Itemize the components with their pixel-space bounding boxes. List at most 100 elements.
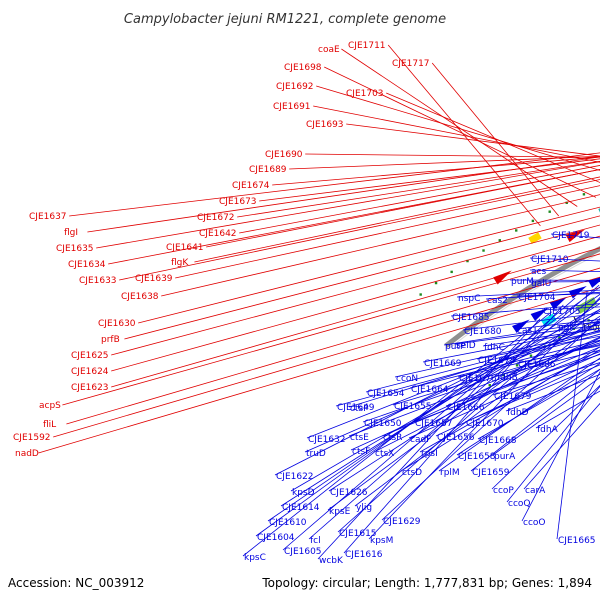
reverse-gene-label: CJE1604	[257, 533, 295, 543]
reverse-label-line	[556, 291, 588, 540]
reverse-gene-label: nspC	[458, 294, 480, 304]
forward-gene-label: CJE1711	[348, 41, 386, 51]
reverse-gene-label: carA	[525, 486, 546, 496]
reverse-label-line	[464, 364, 600, 423]
outer-tick-dot	[482, 249, 485, 252]
forward-label-line	[289, 155, 600, 170]
tick-dots	[419, 193, 590, 387]
forward-label-line	[237, 160, 600, 218]
forward-gene-label: CJE1639	[135, 274, 173, 284]
reverse-gene-label: CJE1622	[276, 472, 314, 482]
reverse-gene-label: CJE1656	[437, 433, 475, 443]
reverse-gene-label: kpsD	[292, 488, 315, 498]
reverse-gene-label: CJE1610	[269, 518, 307, 528]
forward-gene-label: flgK	[171, 258, 189, 268]
reverse-label-line	[470, 368, 600, 472]
reverse-gene-label: CJE1659	[472, 468, 510, 478]
forward-label-line	[69, 152, 600, 217]
forward-label-line	[313, 105, 600, 163]
map-title: Campylobacter jejuni RM1221, complete ge…	[124, 12, 446, 27]
reverse-gene-label: CJE1704	[518, 293, 556, 303]
forward-label-line	[138, 206, 600, 324]
forward-label-line	[96, 161, 600, 249]
reverse-label-line	[343, 304, 564, 554]
reverse-gene-label: ccoO	[523, 518, 546, 528]
reverse-label-line	[409, 339, 600, 389]
forward-gene-label: CJE1672	[197, 213, 235, 223]
reverse-gene-label: acs	[531, 267, 546, 277]
reverse-label-line	[306, 321, 600, 439]
reverse-gene-label: ylig	[356, 503, 372, 513]
reverse-label-line	[521, 371, 600, 522]
forward-gene-label: CJE1698	[284, 63, 322, 73]
forward-gene-label: CJE1674	[232, 181, 270, 191]
forward-gene-label: acpS	[39, 401, 61, 411]
reverse-gene-label: CJE1676	[459, 374, 497, 384]
reverse-label-line	[422, 327, 600, 363]
reverse-label-line	[373, 337, 600, 453]
reverse-label-line	[365, 331, 600, 393]
reverse-label-line	[392, 342, 600, 406]
forward-gene-label: CJE1638	[121, 292, 159, 302]
forward-gene-label: CJE1624	[71, 367, 109, 377]
reverse-label-line	[335, 333, 600, 407]
forward-label-line	[119, 179, 600, 281]
reverse-gene-label: CJE1616	[345, 550, 383, 560]
reverse-label-line	[506, 385, 600, 503]
reverse-label-line	[491, 384, 600, 490]
reverse-gene-label: putP	[445, 342, 466, 352]
inner-tick-dot	[529, 354, 533, 357]
reverse-label-line	[317, 318, 541, 560]
outer-tick-dot	[548, 210, 551, 213]
reverse-gene-label: purA	[494, 452, 516, 462]
reverse-label-line	[348, 329, 600, 408]
reverse-label-line	[443, 320, 600, 346]
reverse-gene-label: CJE1686	[518, 360, 556, 370]
reverse-gene-label: cas1	[517, 326, 538, 336]
forward-gene-label: CJE1642	[199, 229, 237, 239]
reverse-gene-label: CJE1719	[552, 231, 590, 241]
forward-label-line	[111, 224, 600, 356]
reverse-gene-label: CJE1705	[543, 307, 581, 317]
reverse-gene-label: cadF	[410, 435, 431, 445]
reverse-gene-label: CJE1710	[531, 255, 569, 265]
reverse-gene-label: ccoP	[493, 486, 514, 496]
forward-gene-label: CJE1633	[79, 276, 117, 286]
gene-labels: CJE1711CJE1717coaECJE1698CJE1703CJE1692C…	[13, 41, 596, 566]
reverse-gene-label: CJE1669	[424, 359, 462, 369]
reverse-gene-label: ctsR	[383, 433, 402, 443]
outer-tick-dot	[531, 219, 535, 223]
forward-label-line	[111, 235, 600, 372]
reverse-gene-label: CJE1629	[383, 517, 421, 527]
forward-label-line	[272, 156, 600, 186]
forward-gene-label: CJE1693	[306, 120, 344, 130]
reverse-gene-label: pgi	[558, 323, 572, 333]
forward-gene-label: CJE1635	[56, 244, 94, 254]
genome-info-text: Topology: circular; Length: 1,777,831 bp…	[261, 576, 592, 590]
inner-tick-dot	[558, 336, 561, 339]
reverse-gene-label: kpsM	[370, 536, 393, 546]
reverse-gene-label: CJE1679	[494, 392, 532, 402]
forward-gene-label: CJE1689	[249, 165, 287, 175]
forward-gene-label: CJE1623	[71, 383, 109, 393]
reverse-gene-label: CJE1605	[284, 547, 322, 557]
forward-gene-label: CJE1592	[13, 433, 51, 443]
outer-tick-dot	[419, 293, 422, 296]
inner-tick-dot	[488, 384, 491, 387]
backbone-highlight	[448, 252, 600, 350]
forward-gene-label: CJE1692	[276, 82, 314, 92]
reverse-gene-label: wcbK	[319, 556, 344, 566]
reverse-gene-label: CJE1654	[367, 389, 405, 399]
forward-label-line	[239, 165, 600, 234]
forward-gene-label: CJE1625	[71, 351, 109, 361]
forward-gene-label: nadD	[15, 449, 39, 459]
inner-tick-dot	[515, 364, 519, 367]
reverse-gene-label: truD	[306, 449, 326, 459]
reverse-label-line	[445, 353, 600, 407]
forward-label-line	[87, 156, 600, 233]
reverse-label-line	[267, 293, 600, 522]
reverse-gene-label: ccoQ	[508, 499, 531, 509]
reverse-gene-label: CJE1658	[458, 452, 496, 462]
reverse-gene-label: kpsC	[244, 553, 266, 563]
forward-label-line	[53, 276, 600, 438]
